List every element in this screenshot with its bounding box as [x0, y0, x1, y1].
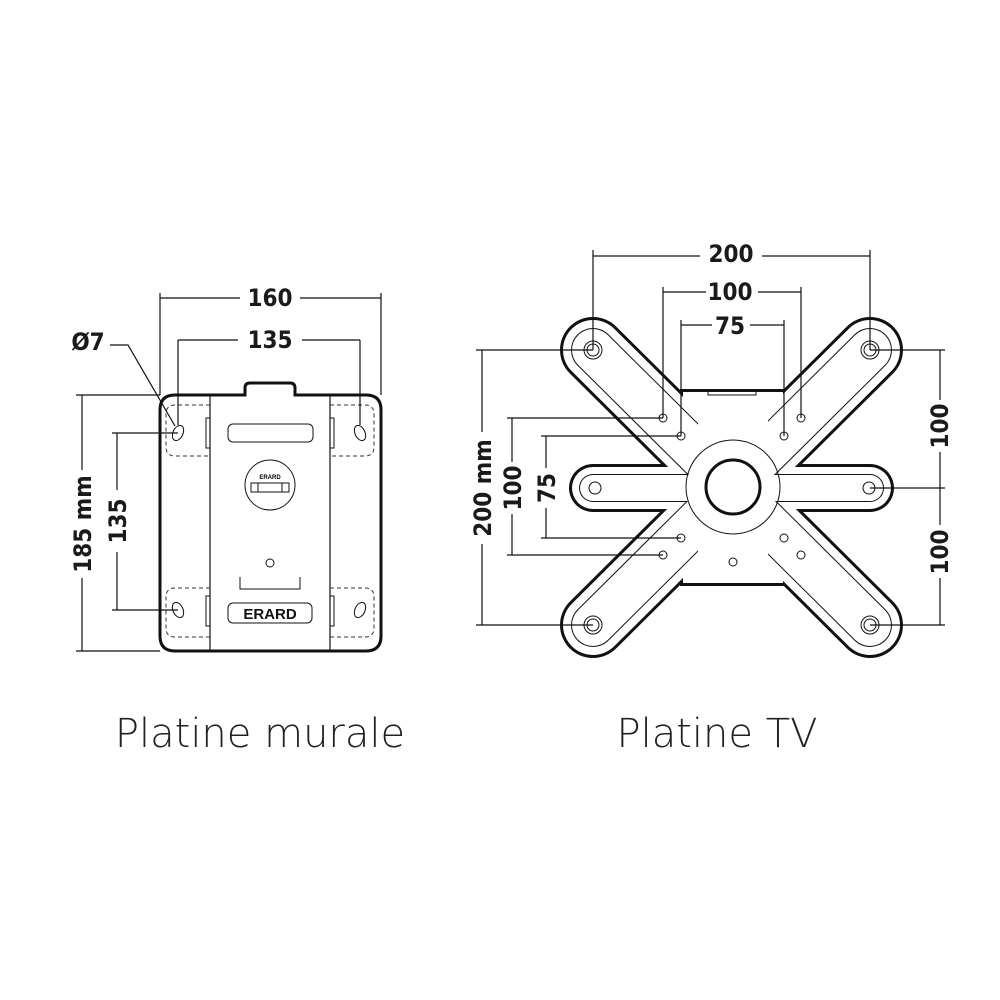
wall-plate-dimensions: 160 135 Ø7 185 mm 135: [69, 284, 382, 652]
dim-right-lower-100: 100: [926, 529, 954, 574]
level-brand-label: ERARD: [259, 475, 281, 481]
brand-label: ERARD: [243, 606, 297, 623]
dim-top-75: 75: [715, 312, 745, 340]
dim-height: 185 mm: [69, 475, 97, 573]
dim-left-100: 100: [499, 465, 527, 510]
dim-left-200: 200 mm: [469, 439, 497, 537]
bubble-level: ERARD: [244, 459, 296, 511]
dim-hole-spacing-h: 135: [247, 326, 292, 354]
dim-hole-diameter: Ø7: [71, 328, 104, 356]
dim-left-75: 75: [533, 473, 561, 503]
dim-right-upper-100: 100: [926, 403, 954, 448]
dim-top-100: 100: [707, 278, 752, 306]
wall-plate: ERARD ERARD: [158, 381, 383, 653]
wall-plate-caption: Platine murale: [115, 711, 405, 757]
tv-plate: [560, 317, 903, 658]
tv-plate-caption: Platine TV: [616, 711, 817, 757]
tv-plate-dimensions: 200 100 75 200 mm 100 75 100 100: [469, 240, 954, 626]
dim-width: 160: [247, 284, 292, 312]
mounting-slots: [171, 424, 367, 619]
dim-top-200: 200: [708, 240, 753, 268]
dim-hole-spacing-v: 135: [104, 498, 132, 543]
